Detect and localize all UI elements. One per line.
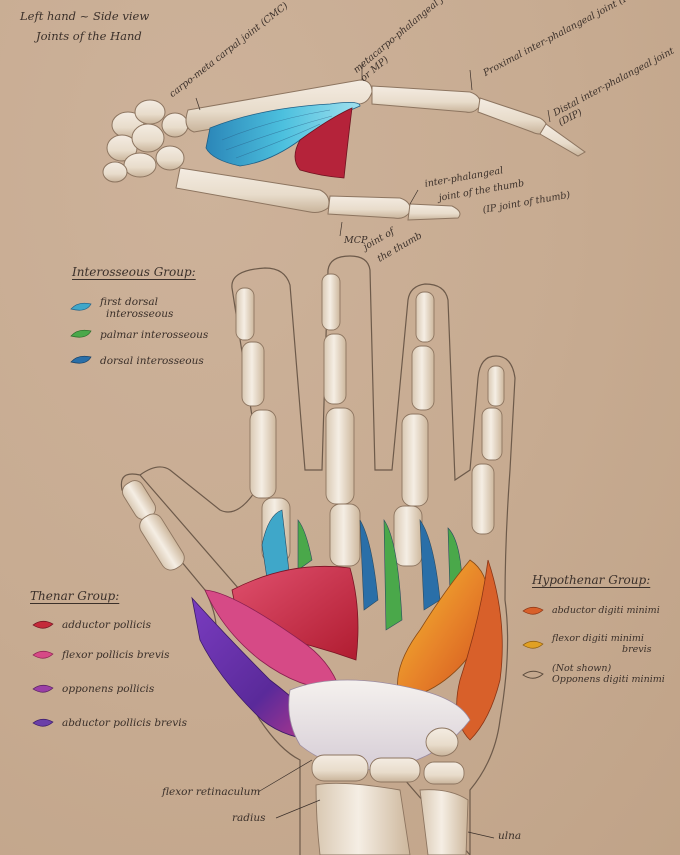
leaf-swatch-icon [522, 606, 544, 615]
legend-label: adductor pollicis [62, 618, 151, 631]
legend-abductor-digiti-minimi: abductor digiti minimi [522, 604, 660, 618]
leaf-swatch-icon [70, 329, 92, 338]
label-thumb-mcp-1: MCP [344, 235, 368, 246]
legend-label-cont: brevis [622, 643, 652, 655]
header-title-line1: Left hand ~ Side view [20, 9, 150, 23]
legend-label: abductor digiti minimi [552, 604, 660, 616]
header-title-line2: Joints of the Hand [36, 29, 142, 43]
interosseous-group-title: Interosseous Group: [72, 265, 196, 279]
leaf-swatch-icon [32, 684, 54, 693]
label-flexor-retinaculum: flexor retinaculum [162, 786, 261, 798]
leaf-swatch-icon [522, 640, 544, 649]
pisiform-bone [425, 727, 459, 757]
leaf-swatch-icon [70, 355, 92, 364]
index-finger-bones [185, 79, 586, 157]
legend-opponens-digiti-minimi: (Not shown)Opponens digiti minimi [522, 663, 665, 686]
legend-label: abductor pollicis brevis [62, 716, 187, 729]
legend-label: dorsal interosseous [100, 354, 204, 367]
leaf-outline-icon [522, 670, 544, 679]
muscle-fiber-lines [221, 109, 333, 159]
legend-label: first dorsal [100, 296, 159, 308]
legend-label-cont: interosseous [106, 308, 174, 321]
legend-dorsal-interosseous: dorsal interosseous [70, 354, 204, 368]
legend-adductor-pollicis: adductor pollicis [32, 618, 151, 632]
legend-label: flexor digiti minimi [552, 633, 644, 644]
palmar-finger-bones [122, 273, 505, 571]
leaf-swatch-icon [32, 718, 54, 727]
wrist-carpal-bones [311, 754, 465, 785]
leaf-swatch-icon [32, 620, 54, 629]
side-view-leader-lines [195, 62, 551, 237]
flexor-retinaculum [288, 679, 471, 771]
carpal-bones [102, 99, 189, 183]
legend-flexor-pollicis-brevis: flexor pollicis brevis [32, 648, 170, 662]
label-radius: radius [232, 812, 266, 824]
legend-label-cont: Opponens digiti minimi [552, 673, 665, 685]
thenar-group-title: Thenar Group: [30, 589, 120, 603]
leaf-swatch-icon [70, 302, 92, 311]
legend-abductor-pollicis-brevis: abductor pollicis brevis [32, 716, 187, 730]
label-ulna: ulna [498, 830, 522, 842]
side-view-adductor-muscle [294, 107, 353, 179]
thumb-bones [175, 167, 461, 221]
leaf-swatch-icon [32, 650, 54, 659]
palmar-view-hand [120, 255, 516, 855]
bottom-leader-lines [257, 759, 495, 839]
side-view-hand [102, 62, 586, 237]
palmar-interosseous-muscles [261, 509, 463, 631]
legend-label: (Not shown) [552, 663, 612, 674]
legend-label: palmar interosseous [100, 328, 209, 341]
legend-palmar-interosseous: palmar interosseous [70, 328, 208, 342]
hand-outline [120, 255, 516, 855]
abductor-digiti-minimi-muscle [456, 559, 503, 741]
hypothenar-group-title: Hypothenar Group: [532, 573, 651, 587]
legend-label: opponens pollicis [62, 682, 155, 695]
forearm-bones [315, 782, 469, 855]
legend-label: flexor pollicis brevis [62, 648, 170, 661]
legend-opponens-pollicis: opponens pollicis [32, 682, 154, 696]
